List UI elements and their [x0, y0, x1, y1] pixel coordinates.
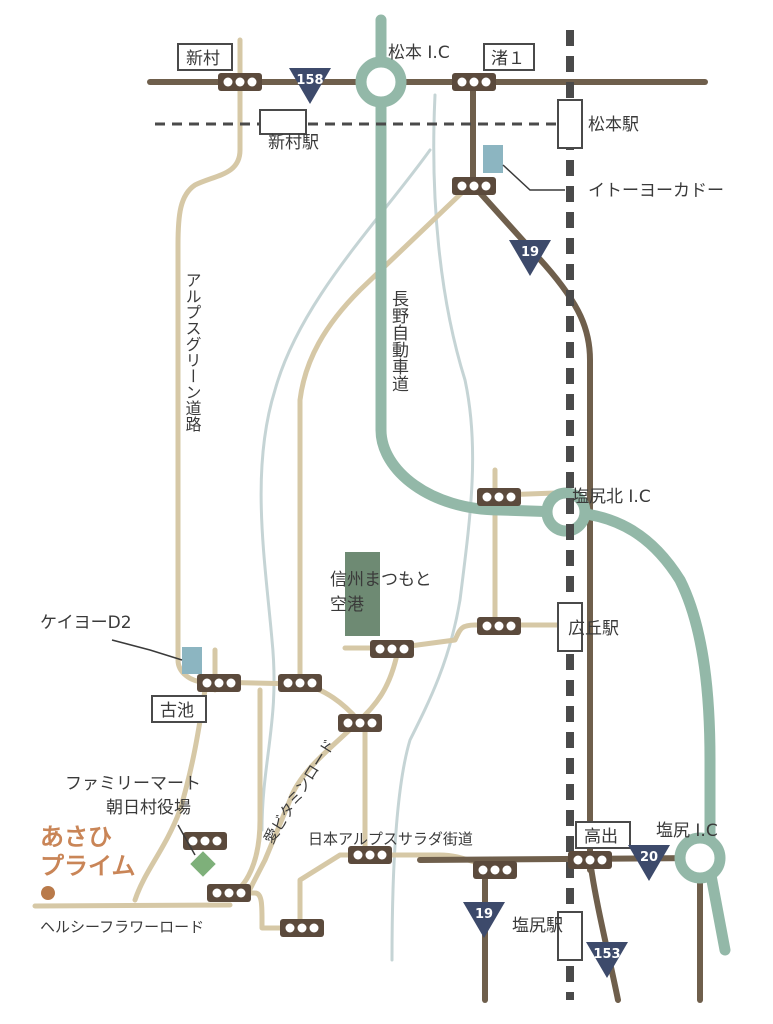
traffic-signal-icon: [183, 832, 227, 850]
label-shiojiri-kita-ic: 塩尻北 I.C: [572, 487, 651, 507]
leader-line-keiyo: [111, 639, 183, 661]
station-box-matsumoto: [557, 99, 583, 149]
road-airport: [342, 622, 563, 651]
traffic-signal-icon: [207, 884, 251, 902]
leader-line-itoyokado: [502, 164, 565, 191]
traffic-signal-icon: [452, 73, 496, 91]
destination-dot-icon: [41, 886, 55, 900]
road-healthy-flower: [32, 902, 233, 909]
route-shield-icon: 153: [586, 942, 628, 978]
convenience-store-icon: [190, 851, 216, 877]
expressway: [355, 14, 731, 956]
label-healthy-flower-road: ヘルシーフラワーロード: [40, 918, 204, 936]
traffic-signal-icon: [477, 488, 521, 506]
label-airport-line2: 空港: [330, 595, 364, 615]
major-roads: [147, 79, 708, 1003]
label-destination-line2: プライム: [40, 852, 136, 880]
traffic-signal-icon: [338, 714, 382, 732]
expressway-nagano: [375, 14, 716, 856]
box-shinmura: [177, 43, 233, 71]
label-alps-green-road: アルプスグリーン道路: [183, 272, 202, 432]
label-salad-road: 日本アルプスサラダ街道: [308, 830, 473, 848]
station-box-shiojiri: [557, 911, 583, 961]
railways: [155, 30, 574, 1000]
leader-line-familymart: [177, 824, 196, 856]
station-box-shinmura: [259, 109, 307, 135]
label-shiojiri-ic: 塩尻 I.C: [656, 821, 718, 841]
poi-markers: [41, 824, 216, 900]
expressway-south: [704, 864, 731, 956]
station-box-hirooka: [557, 602, 583, 652]
route-shield-icon: 19: [509, 240, 551, 276]
route-shield-icon: 158: [289, 68, 331, 104]
store-marker-icon: [483, 145, 503, 173]
label-familymart-line2: 朝日村役場: [106, 798, 191, 818]
store-marker-icon: [182, 647, 202, 674]
label-nagano-expressway: 長野自動車道: [388, 290, 409, 392]
station-matsumoto-label: 松本駅: [588, 115, 639, 135]
traffic-signals: [183, 73, 612, 937]
box-furuike: [151, 695, 207, 723]
route-shield-icon: 19: [463, 902, 505, 938]
road-route153: [587, 857, 621, 1003]
traffic-signal-icon: [452, 177, 496, 195]
route-158-label: 158: [296, 73, 323, 88]
intersection-furuike: 古池: [160, 701, 194, 721]
station-hirooka-label: 広丘駅: [568, 619, 619, 639]
store-itoyokado-label: イトーヨーカドー: [588, 181, 724, 201]
label-matsumoto-ic: 松本 I.C: [388, 43, 450, 63]
interchange-matsumoto-icon: [355, 56, 407, 108]
label-destination-line1: あさひ: [40, 823, 112, 851]
intersection-boxes: 新村 渚１ 古池 高出: [151, 43, 631, 849]
road-south-2: [227, 890, 303, 931]
traffic-signal-icon: [197, 674, 241, 692]
route-shield-icon: 20: [628, 845, 670, 881]
route-shields: 158 19 20 19 153: [289, 68, 670, 978]
intersection-takaide: 高出: [584, 827, 618, 847]
traffic-signal-icon: [280, 919, 324, 937]
traffic-signal-icon: [568, 851, 612, 869]
intersection-nagisa1: 渚１: [491, 49, 525, 69]
route-19-south-label: 19: [475, 907, 493, 922]
stations: 新村駅 松本駅 広丘駅 塩尻駅: [259, 99, 639, 961]
airport-block: [345, 552, 380, 636]
label-familymart-line1: ファミリーマート: [65, 774, 201, 794]
route-20-label: 20: [640, 850, 658, 865]
road-itoyokado-diagonal: [297, 182, 473, 687]
traffic-signal-icon: [477, 617, 521, 635]
text-labels: 松本 I.C 塩尻北 I.C 塩尻 I.C アルプスグリーン道路 長野自動車道 …: [40, 43, 718, 936]
traffic-signal-icon: [473, 861, 517, 879]
river-middle: [390, 93, 475, 962]
traffic-signal-icon: [370, 640, 414, 658]
store-markers: イトーヨーカドー ケイヨーD2: [40, 145, 724, 674]
traffic-signal-icon: [278, 674, 322, 692]
box-takaide: [575, 821, 631, 849]
road-salad: [297, 852, 498, 931]
road-center-connector: [227, 687, 263, 896]
store-keiyo-label: ケイヨーD2: [40, 613, 132, 633]
interchange-shiojiri-icon: [674, 832, 726, 884]
traffic-signal-icon: [348, 846, 392, 864]
rivers: [259, 93, 475, 962]
label-airport-line1: 信州まつもと: [330, 570, 432, 590]
route-19-north-label: 19: [521, 245, 539, 260]
traffic-signal-icon: [218, 73, 262, 91]
intersection-shinmura: 新村: [186, 49, 220, 69]
station-shiojiri-label: 塩尻駅: [512, 916, 563, 936]
station-shinmura-label: 新村駅: [268, 133, 319, 153]
route-153-label: 153: [593, 947, 620, 962]
road-route19: [470, 182, 593, 873]
river-west: [259, 148, 432, 832]
box-nagisa1: [483, 43, 535, 71]
